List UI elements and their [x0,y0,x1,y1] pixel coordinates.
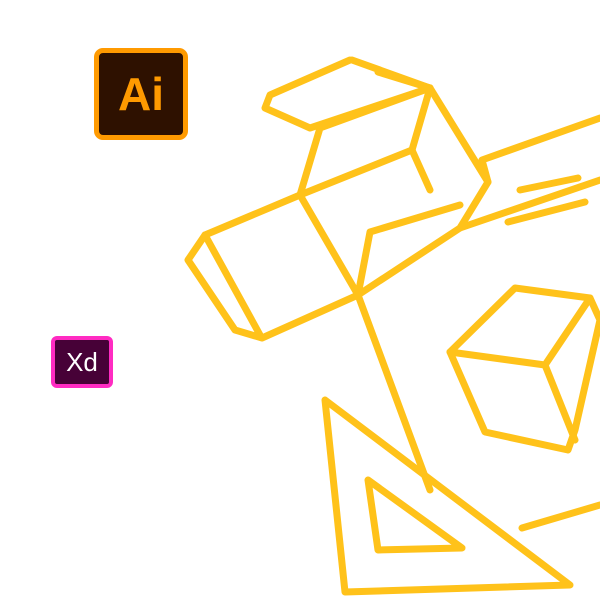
left-box-shape [184,191,362,342]
right-cube-shape [446,284,600,454]
set-square-shape [321,396,574,596]
xd-icon-label: Xd [66,347,98,377]
illustrator-icon-label: Ai [118,68,164,120]
bottom-right-line [518,501,600,532]
xd-app-icon[interactable]: Xd [51,336,113,388]
diagonal-connector-shape [354,291,434,494]
right-panel-shape [456,114,600,232]
top-box-shape [261,56,434,132]
illustrator-app-icon[interactable]: Ai [94,48,188,140]
motion-lines [504,174,589,226]
